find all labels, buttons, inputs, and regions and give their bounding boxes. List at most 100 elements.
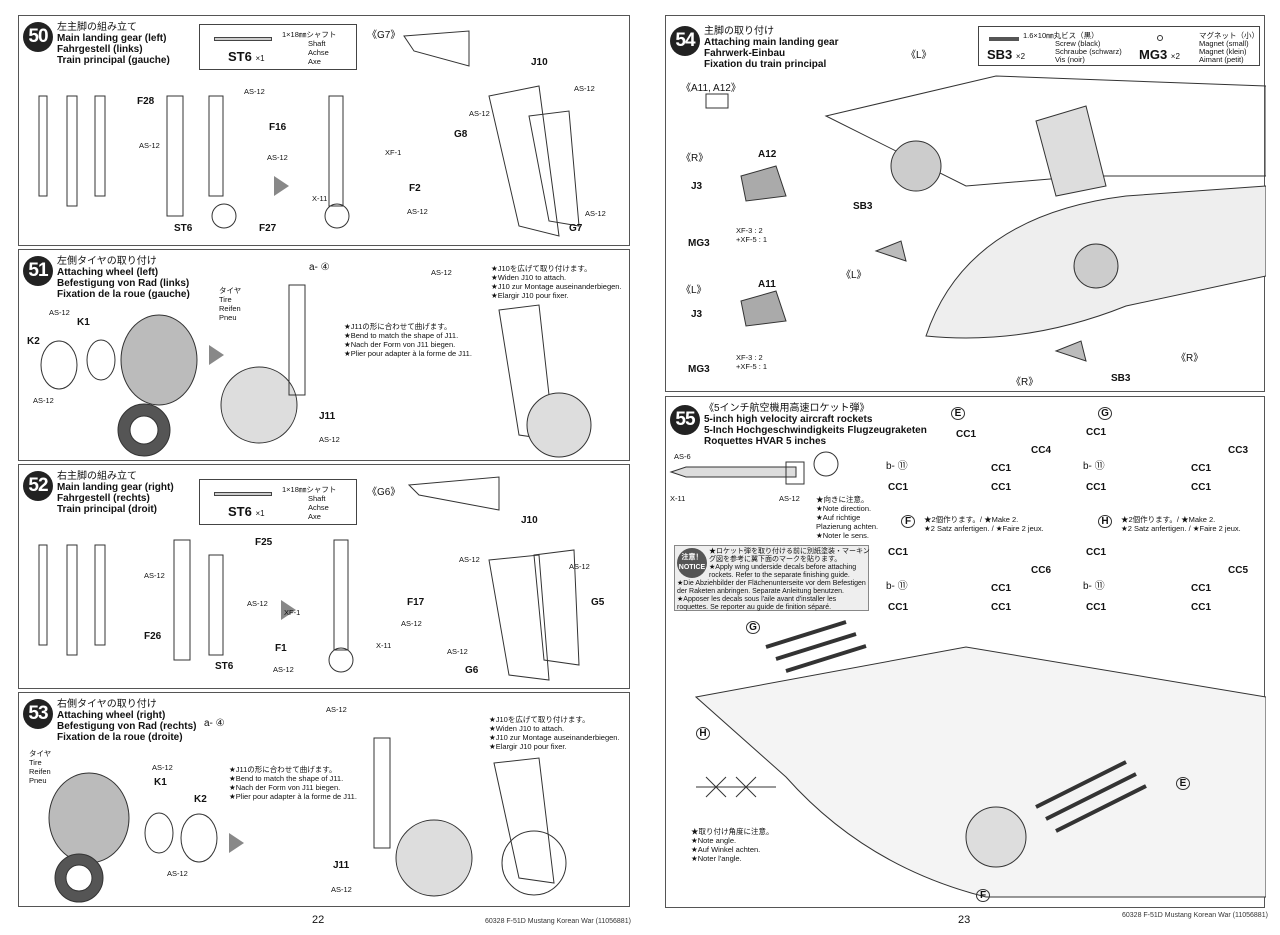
part-desc-en: Shaft: [308, 494, 326, 503]
gear-assembly-drawing: [38, 30, 580, 237]
note-make2: ★2個作ります。/ ★Make 2. ★2 Satz anfertigen. /…: [1121, 515, 1241, 533]
part-desc-de: Achse: [308, 503, 329, 512]
page-number: 23: [958, 914, 971, 926]
label-f27: F27: [259, 223, 277, 234]
label-as12: AS-12: [247, 599, 268, 608]
step-title: 右側タイヤの取り付け Attaching wheel (right) Befes…: [57, 699, 197, 743]
part-desc-de: Achse: [308, 48, 329, 57]
part-desc-jp: マグネット（小）: [1199, 31, 1259, 40]
label-b11: b- ⑪: [1083, 581, 1105, 592]
label-a4: a- ④: [309, 262, 330, 273]
label-cc1: CC1: [1086, 427, 1107, 438]
step-number: 52: [23, 471, 53, 501]
label-as12: AS-12: [585, 209, 606, 218]
part-desc-en: Screw (black): [1055, 39, 1101, 48]
label-cc1: CC1: [956, 429, 977, 440]
step-50-panel: 50 左主脚の組み立て Main landing gear (left) Fah…: [18, 15, 630, 246]
label-k1: K1: [77, 317, 90, 328]
rocket-drawing: [669, 451, 1266, 898]
part-id: MG3 ×2: [1139, 47, 1180, 62]
note-j11: ★J11の形に合わせて曲げます。★Bend to match the shape…: [229, 765, 357, 801]
aircraft-drawing: [705, 75, 1266, 362]
label-e: E: [1176, 777, 1190, 790]
part-desc-jp: 1.6×10㎜丸ビス（黒）: [1023, 31, 1099, 40]
label-l-mark: 《L》: [906, 50, 932, 61]
label-k2: K2: [27, 336, 40, 347]
label-paint: XF-3 : 2 +XF-5 : 1: [736, 353, 768, 371]
notice-badge: 注意！ NOTICE: [677, 548, 707, 578]
label-h: H: [1098, 515, 1112, 528]
step-number: 51: [23, 256, 53, 286]
part-desc-jp: 1×18㎜シャフト: [282, 30, 337, 39]
label-cc5: CC5: [1228, 565, 1249, 576]
label-f26: F26: [144, 631, 162, 642]
label-as12: AS-12: [574, 84, 595, 93]
label-cc6: CC6: [1031, 565, 1052, 576]
label-e: E: [951, 407, 965, 420]
footer: 60328 F-51D Mustang Korean War (11056881…: [485, 918, 631, 925]
label-as12: AS-12: [459, 555, 480, 564]
label-as12: AS-12: [273, 665, 294, 674]
label-as12: AS-12: [401, 619, 422, 628]
step-title: 《5インチ航空機用高速ロケット弾》 5-inch high velocity a…: [704, 403, 927, 447]
label-sb3: SB3: [1111, 373, 1131, 384]
label-as12: AS-12: [49, 308, 70, 317]
label-cc1: CC1: [888, 547, 909, 558]
label-f: F: [901, 515, 915, 528]
label-f1: F1: [275, 643, 287, 654]
label-a11-a12: 《A11, A12》: [681, 83, 741, 94]
label-g: G: [1098, 407, 1112, 420]
shaft-icon: [214, 492, 272, 496]
label-cc1: CC1: [991, 583, 1012, 594]
label-j10: J10: [531, 57, 548, 68]
label-g7: G7: [569, 223, 583, 234]
label-j3: J3: [691, 181, 703, 192]
shaft-icon: [214, 37, 272, 41]
label-f16: F16: [269, 122, 287, 133]
label-b11: b- ⑪: [1083, 461, 1105, 472]
label-cc3: CC3: [1228, 445, 1249, 456]
step-number: 53: [23, 699, 53, 729]
label-st6: ST6: [174, 223, 193, 234]
label-k2: K2: [194, 794, 207, 805]
part-id: ST6 ×1: [228, 504, 265, 519]
label-r-mark: 《R》: [1176, 353, 1204, 364]
label-cc1: CC1: [888, 482, 909, 493]
label-j3: J3: [691, 309, 703, 320]
step-55-panel: 55 《5インチ航空機用高速ロケット弾》 5-inch high velocit…: [665, 396, 1266, 908]
label-g6: G6: [465, 665, 479, 676]
label-g: G: [746, 621, 760, 634]
label-as12: AS-12: [569, 562, 590, 571]
label-l-mark: 《L》: [841, 270, 867, 281]
step-title: 左側タイヤの取り付け Attaching wheel (left) Befest…: [57, 256, 190, 300]
note-j10: ★J10を広げて取り付けます。★Widen J10 to attach.★J10…: [491, 264, 622, 300]
wheel-drawing: [40, 284, 592, 458]
label-cc1: CC1: [888, 602, 909, 613]
label-cc1: CC1: [991, 482, 1012, 493]
wheel-drawing: [48, 737, 567, 903]
part-desc-de: Schraube (schwarz): [1055, 47, 1122, 56]
label-j11: J11: [333, 860, 350, 871]
part-box-sb3-mg3: SB3 ×2 1.6×10㎜丸ビス（黒） Screw (black) Schra…: [978, 26, 1260, 66]
label-cc1: CC1: [991, 463, 1012, 474]
label-g5: G5: [591, 597, 605, 608]
label-f25: F25: [255, 537, 273, 548]
label-f28: F28: [137, 96, 155, 107]
label-a11: A11: [758, 279, 776, 290]
label-g6-ref: 《G6》: [367, 487, 401, 498]
label-as12: AS-12: [267, 153, 288, 162]
gear-assembly-drawing: [38, 476, 580, 681]
label-as12: AS-12: [33, 396, 54, 405]
label-cc1: CC1: [991, 602, 1012, 613]
part-desc-de: Magnet (klein): [1199, 47, 1247, 56]
label-b11: b- ⑪: [886, 461, 908, 472]
part-desc-en: Shaft: [308, 39, 326, 48]
label-cc1: CC1: [1191, 463, 1212, 474]
label-as12: AS-12: [319, 435, 340, 444]
label-sb3: SB3: [853, 201, 873, 212]
note-make2: ★2個作ります。/ ★Make 2. ★2 Satz anfertigen. /…: [924, 515, 1044, 533]
step-number: 54: [670, 26, 700, 56]
step-53-panel: 53 右側タイヤの取り付け Attaching wheel (right) Be…: [18, 692, 630, 907]
